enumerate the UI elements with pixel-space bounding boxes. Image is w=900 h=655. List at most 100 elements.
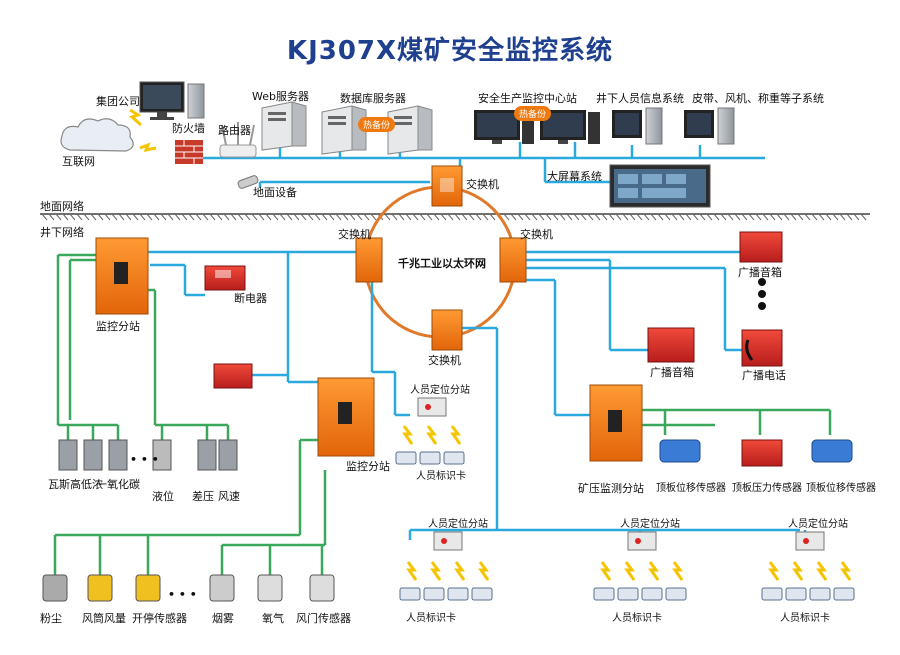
server-db-1[interactable] <box>321 105 367 155</box>
label-switch-right: 交换机 <box>520 228 553 241</box>
ellipsis-dots-icon <box>758 278 766 310</box>
label-personnel-station-4: 人员定位分站 <box>788 519 848 530</box>
label-ground-device: 地面设备 <box>253 186 297 199</box>
label-internet: 互联网 <box>62 155 95 168</box>
sensor-0 <box>58 439 78 471</box>
label-sensor-row2-3: 烟雾 <box>212 612 234 625</box>
firewall-icon <box>175 140 203 164</box>
monitor-substation-1[interactable] <box>95 237 149 315</box>
label-roof-disp-1: 顶板位移传感器 <box>656 483 726 494</box>
switch-left[interactable] <box>355 237 383 283</box>
hot-standby-badge: 热备份 <box>358 117 396 132</box>
switch-bottom[interactable] <box>431 309 463 351</box>
station-light-icon <box>441 538 447 544</box>
label-underground-network: 井下网络 <box>40 226 84 239</box>
personnel-card <box>423 587 445 601</box>
lightning-icon <box>129 108 142 127</box>
personnel-card <box>395 451 417 465</box>
personnel-card <box>809 587 831 601</box>
label-personnel-card-1: 人员标识卡 <box>416 471 466 482</box>
pc-belt-system[interactable] <box>684 107 735 145</box>
ground-separator <box>40 213 870 221</box>
station-light-icon <box>425 404 431 410</box>
big-screen[interactable] <box>609 164 711 208</box>
label-sensor-row2-4: 氧气 <box>262 612 284 625</box>
label-mine-pressure-station: 矿压监测分站 <box>578 482 644 495</box>
internet-cloud <box>60 118 134 152</box>
label-sensor-row1-1: 高低浓 <box>70 478 103 491</box>
lightning-icon <box>792 561 804 581</box>
personnel-stations <box>395 397 855 601</box>
label-sensor-row1-2: 一氧化碳 <box>96 478 140 491</box>
lightning-icon <box>139 142 157 153</box>
roof-displacement-sensor-1 <box>659 439 701 463</box>
label-broadcast-phone: 广播电话 <box>742 369 786 382</box>
label-center-station: 安全生产监控中心站 <box>478 92 577 105</box>
switch-top[interactable] <box>431 165 463 207</box>
sensor-2 <box>108 439 128 471</box>
pc-personnel-system[interactable] <box>612 107 663 145</box>
label-breaker: 断电器 <box>234 292 267 305</box>
lightning-icon <box>600 561 612 581</box>
server-web[interactable] <box>261 101 307 151</box>
sensor-1 <box>83 439 103 471</box>
personnel-card <box>617 587 639 601</box>
lightning-icon <box>768 561 780 581</box>
sensor-row2-4 <box>257 574 283 602</box>
roof-displacement-sensor-2 <box>811 439 853 463</box>
label-sensor-row1-3: 液位 <box>152 490 174 503</box>
lightning-icon <box>840 561 852 581</box>
sensor-row2-0 <box>42 574 68 602</box>
sensor-row2-5 <box>309 574 335 602</box>
station-light-icon <box>803 538 809 544</box>
label-web-server: Web服务器 <box>252 90 309 103</box>
label-belt-system: 皮带、风机、称重等子系统 <box>692 92 824 105</box>
station-light-icon <box>635 538 641 544</box>
label-sensor-row1-4: 差压 <box>192 490 214 503</box>
label-switch-left: 交换机 <box>338 228 371 241</box>
label-firewall: 防火墙 <box>172 122 205 135</box>
broadcast-box-1[interactable] <box>739 231 783 263</box>
breaker[interactable] <box>204 265 246 291</box>
personnel-card <box>785 587 807 601</box>
label-personnel-card-3: 人员标识卡 <box>612 613 662 624</box>
personnel-station-2 <box>627 531 657 551</box>
server-db-2[interactable] <box>387 105 433 155</box>
broadcast-box-2[interactable] <box>647 327 695 363</box>
broadcast-phone[interactable] <box>741 329 783 367</box>
top-backbone <box>190 128 765 188</box>
mine-pressure-substation[interactable] <box>589 384 643 462</box>
pc-group-company[interactable] <box>139 81 205 120</box>
lightning-icon <box>430 561 442 581</box>
label-sensor-row2-1: 风筒风量 <box>82 612 126 625</box>
label-ground-network: 地面网络 <box>40 200 84 213</box>
label-switch-bottom: 交换机 <box>428 354 461 367</box>
lightning-icon <box>450 425 462 445</box>
personnel-card <box>593 587 615 601</box>
camera-icon <box>237 175 259 189</box>
ellipsis-row1: • • • <box>130 453 159 466</box>
roof-sensors <box>659 439 853 467</box>
breaker-2[interactable] <box>213 363 253 389</box>
ellipsis-row2: • • • <box>168 588 197 601</box>
label-personnel-card-4: 人员标识卡 <box>780 613 830 624</box>
lightning-icon <box>816 561 828 581</box>
lightning-icon <box>672 561 684 581</box>
label-personnel-station-2: 人员定位分站 <box>428 519 488 530</box>
switch-right[interactable] <box>499 237 527 283</box>
pc-center-2[interactable] <box>540 110 600 144</box>
sensor-5 <box>218 439 238 471</box>
lightning-icon <box>624 561 636 581</box>
hot-standby-badge-2: 热备份 <box>514 106 552 121</box>
sensor-row2-3 <box>209 574 235 602</box>
label-monitor-substation-2: 监控分站 <box>346 460 390 473</box>
lightning-icon <box>426 425 438 445</box>
personnel-station-3 <box>795 531 825 551</box>
page-title: KJ307X煤矿安全监控系统 <box>286 36 614 66</box>
sensor-4 <box>197 439 217 471</box>
label-sensor-row2-0: 粉尘 <box>40 612 62 625</box>
lightning-icon <box>648 561 660 581</box>
monitor-substation-2[interactable] <box>317 377 375 457</box>
lightning-icon <box>454 561 466 581</box>
sensor-3 <box>152 439 172 471</box>
